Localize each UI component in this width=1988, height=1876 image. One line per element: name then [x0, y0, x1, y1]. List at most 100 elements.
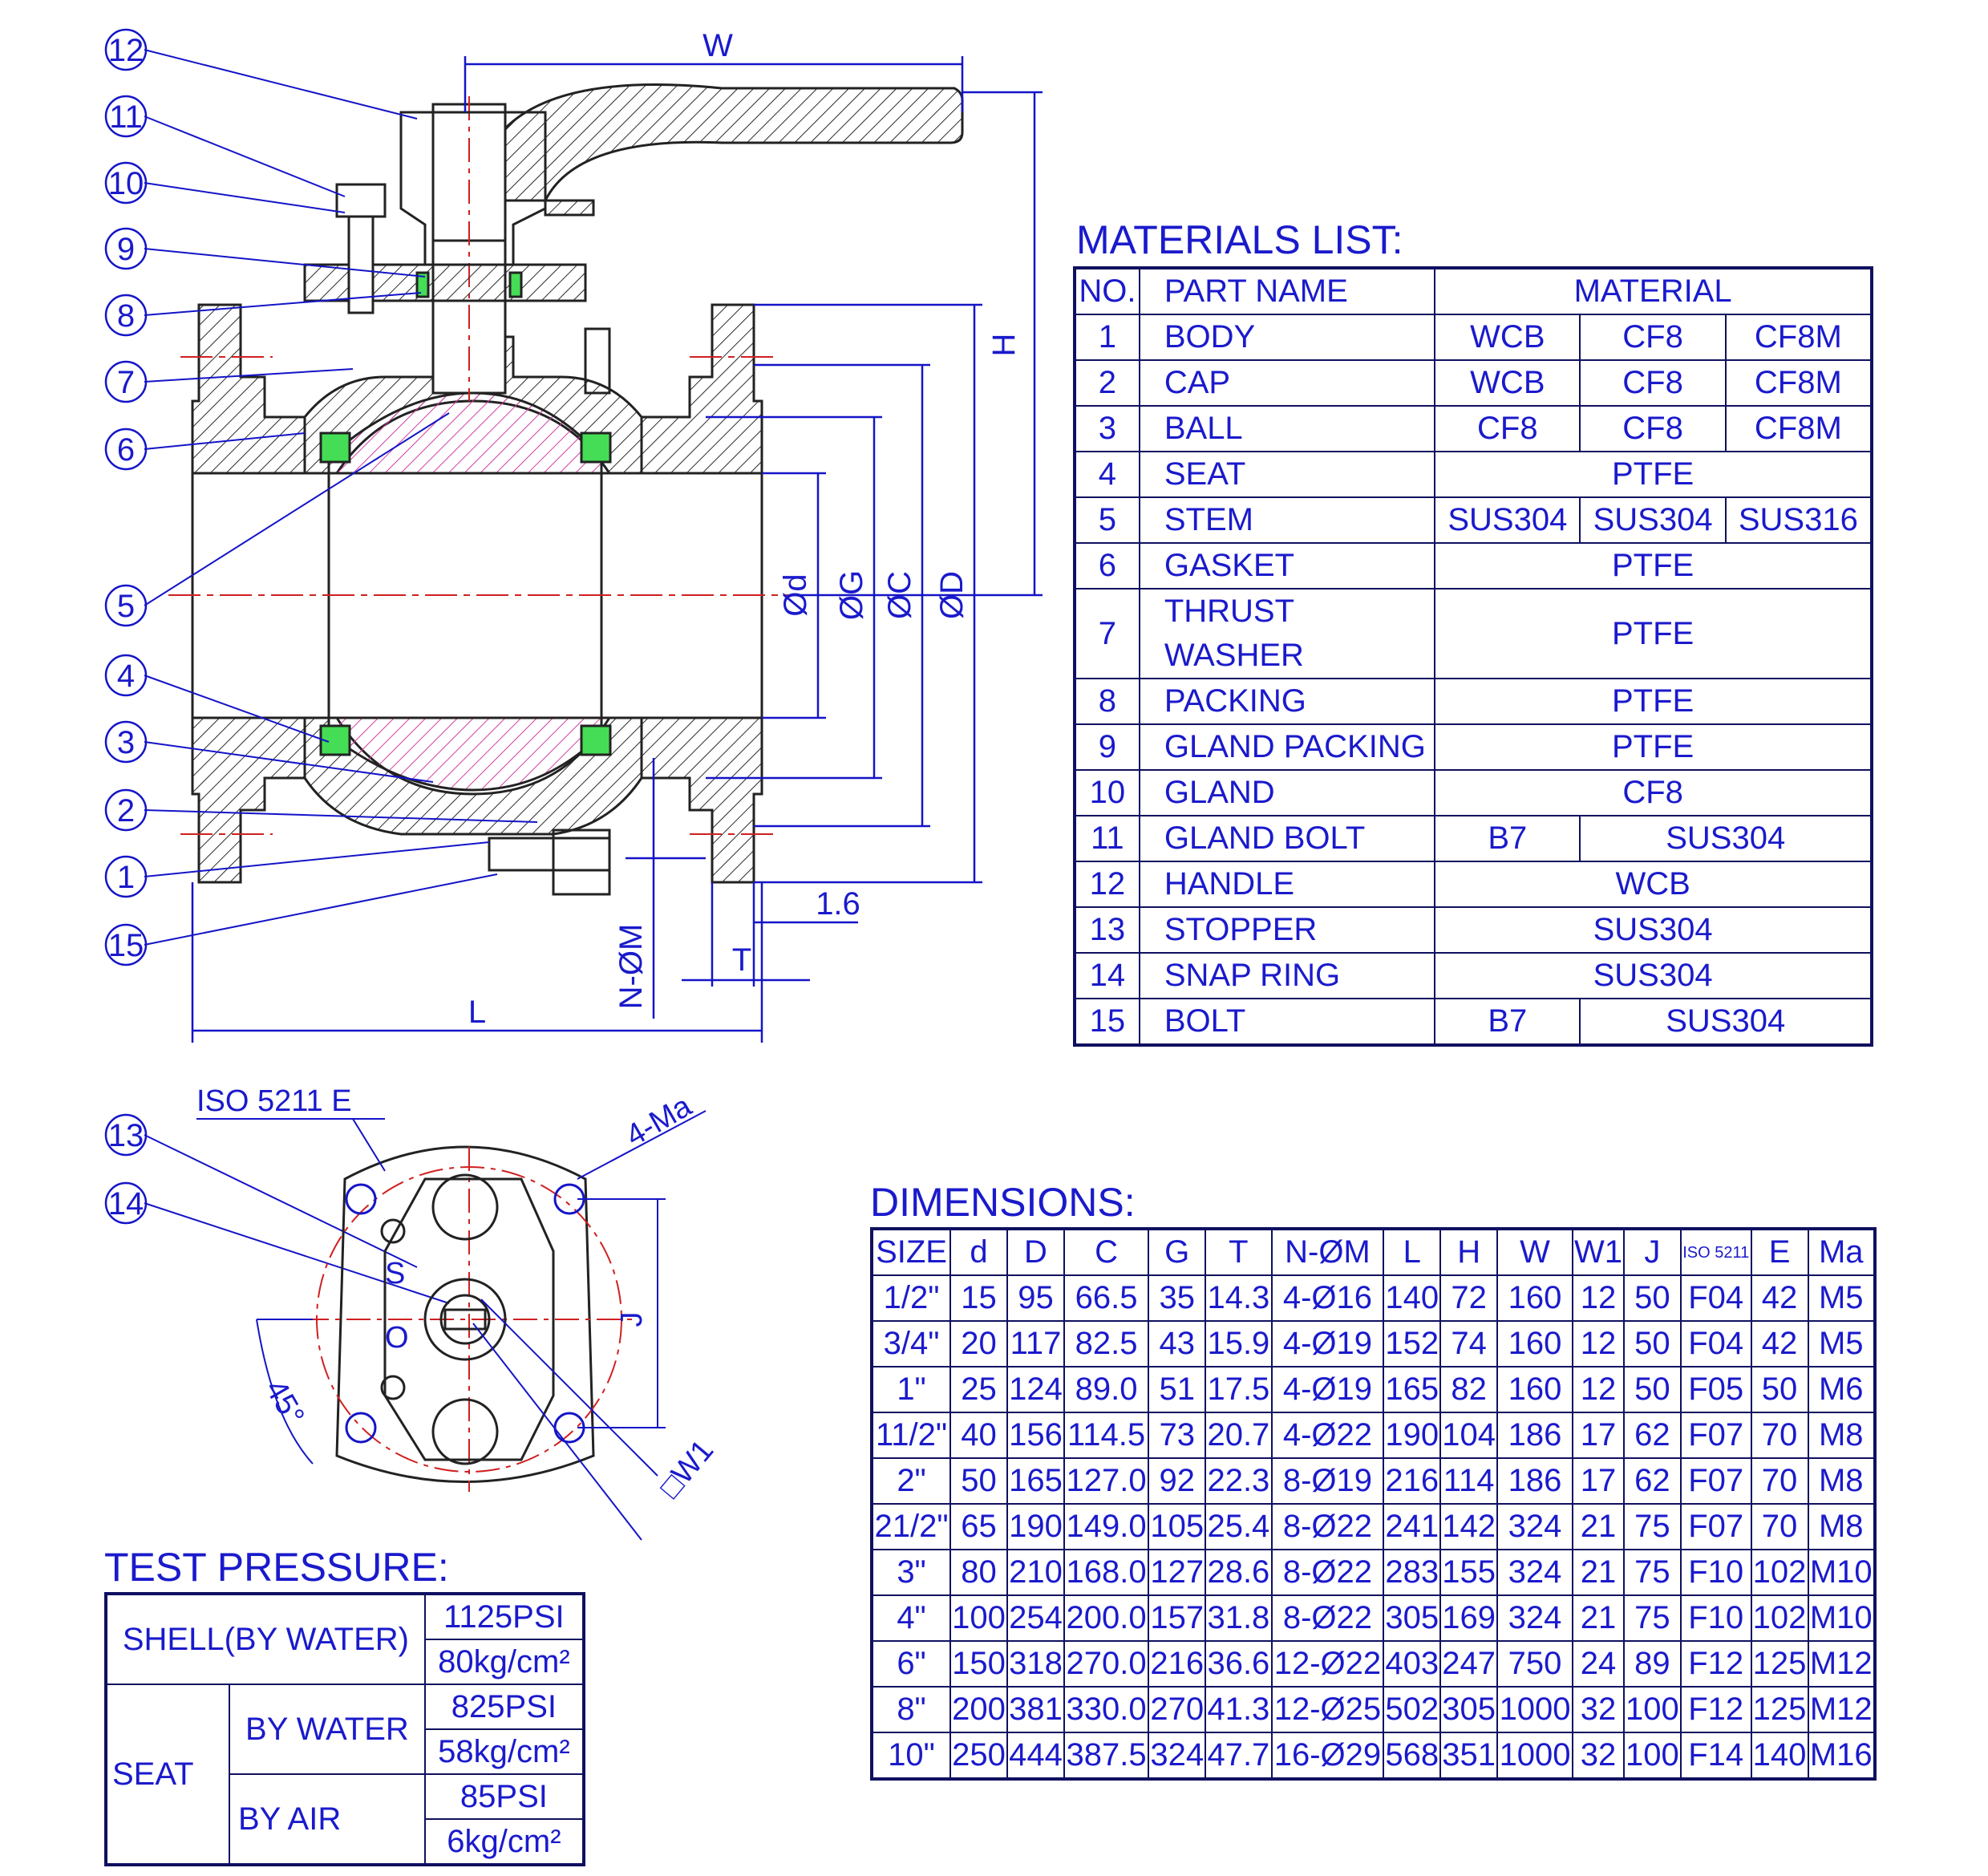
table-cell: 250: [949, 1732, 1008, 1780]
table-cell: 8-Ø22: [1270, 1503, 1385, 1550]
table-cell: 351: [1439, 1732, 1499, 1780]
column-header: E: [1750, 1228, 1809, 1276]
table-cell: 42: [1750, 1274, 1809, 1322]
table-cell: 12-Ø25: [1270, 1686, 1385, 1733]
part-no: 11: [1074, 815, 1140, 862]
part-no: 6: [1074, 542, 1140, 590]
table-cell: 125: [1750, 1686, 1809, 1733]
table-cell: 1": [870, 1366, 952, 1413]
material-cell: WCB: [1434, 314, 1581, 361]
callout-5: [104, 584, 148, 627]
header-no: NO.: [1074, 267, 1140, 315]
table-cell: 41.3: [1205, 1686, 1273, 1733]
table-cell: 104: [1439, 1412, 1499, 1459]
header-material: MATERIAL: [1434, 267, 1873, 315]
table-cell: 216: [1383, 1457, 1442, 1505]
part-no: 12: [1074, 861, 1140, 908]
water-psi: 825PSI: [423, 1684, 585, 1730]
table-cell: 318: [1006, 1640, 1065, 1688]
material-cell: B7: [1434, 815, 1581, 862]
table-cell: 3/4": [870, 1320, 952, 1367]
table-cell: 32: [1571, 1732, 1625, 1780]
table-cell: 17.5: [1205, 1366, 1273, 1413]
table-cell: 40: [949, 1412, 1008, 1459]
table-cell: F12: [1679, 1686, 1752, 1733]
table-cell: M10: [1807, 1549, 1876, 1596]
header-part: PART NAME: [1138, 267, 1436, 315]
table-cell: 62: [1622, 1412, 1682, 1459]
table-cell: 66.5: [1063, 1274, 1150, 1322]
table-cell: 70: [1750, 1412, 1809, 1459]
column-header: D: [1006, 1228, 1065, 1276]
table-cell: 50: [1750, 1366, 1809, 1413]
callout-13: [104, 1113, 148, 1157]
materials-title: MATERIALS LIST:: [1076, 217, 1403, 262]
table-cell: 17: [1571, 1412, 1625, 1459]
table-cell: 32: [1571, 1686, 1625, 1733]
table-cell: 14.3: [1205, 1274, 1273, 1322]
material-cell: WCB: [1434, 359, 1581, 407]
table-cell: 200.0: [1063, 1594, 1150, 1642]
table-cell: 160: [1496, 1320, 1573, 1367]
table-cell: 22.3: [1205, 1457, 1273, 1505]
dim-c: ØC: [882, 571, 917, 619]
part-name: BODY: [1138, 314, 1436, 361]
table-cell: 150: [949, 1640, 1008, 1688]
shell-label: SHELL(BY WATER): [105, 1593, 426, 1685]
table-cell: 750: [1496, 1640, 1573, 1688]
water-kg: 58kg/cm²: [423, 1728, 585, 1775]
table-cell: 105: [1148, 1503, 1207, 1550]
table-cell: 25: [949, 1366, 1008, 1413]
material-cell: CF8: [1579, 405, 1727, 452]
angle-label: 45°: [258, 1375, 310, 1432]
table-cell: F14: [1679, 1732, 1752, 1780]
material-cell: CF8: [1579, 314, 1727, 361]
table-cell: 1/2": [870, 1274, 952, 1322]
table-cell: 15: [949, 1274, 1008, 1322]
table-cell: F07: [1679, 1457, 1752, 1505]
table-cell: 51: [1148, 1366, 1207, 1413]
table-cell: 47.7: [1205, 1732, 1273, 1780]
table-cell: 89.0: [1063, 1366, 1150, 1413]
by-air-label: BY AIR: [229, 1773, 426, 1866]
table-cell: 62: [1622, 1457, 1682, 1505]
callout-11: [104, 95, 148, 138]
table-cell: 216: [1148, 1640, 1207, 1688]
table-cell: M12: [1807, 1686, 1876, 1733]
material-cell: CF8: [1579, 359, 1727, 407]
material-cell: CF8: [1434, 405, 1581, 452]
table-cell: 12: [1571, 1274, 1625, 1322]
table-cell: 3": [870, 1549, 952, 1596]
material-cell: CF8M: [1724, 359, 1873, 407]
table-cell: 20: [949, 1320, 1008, 1367]
column-header: N-ØM: [1270, 1228, 1385, 1276]
part-name: CAP: [1138, 359, 1436, 407]
table-cell: 20.7: [1205, 1412, 1273, 1459]
material-cell: SUS304: [1434, 906, 1873, 954]
column-header: W: [1496, 1228, 1573, 1276]
callout-14-label: 14: [108, 1186, 144, 1222]
callout-3: [104, 720, 148, 764]
part-no: 9: [1074, 723, 1140, 771]
material-cell: PTFE: [1434, 588, 1873, 679]
column-header: L: [1383, 1228, 1442, 1276]
table-cell: 4": [870, 1594, 952, 1642]
part-no: 8: [1074, 678, 1140, 725]
table-cell: 140: [1750, 1732, 1809, 1780]
table-cell: 12-Ø22: [1270, 1640, 1385, 1688]
table-cell: F12: [1679, 1640, 1752, 1688]
part-no: 10: [1074, 769, 1140, 816]
